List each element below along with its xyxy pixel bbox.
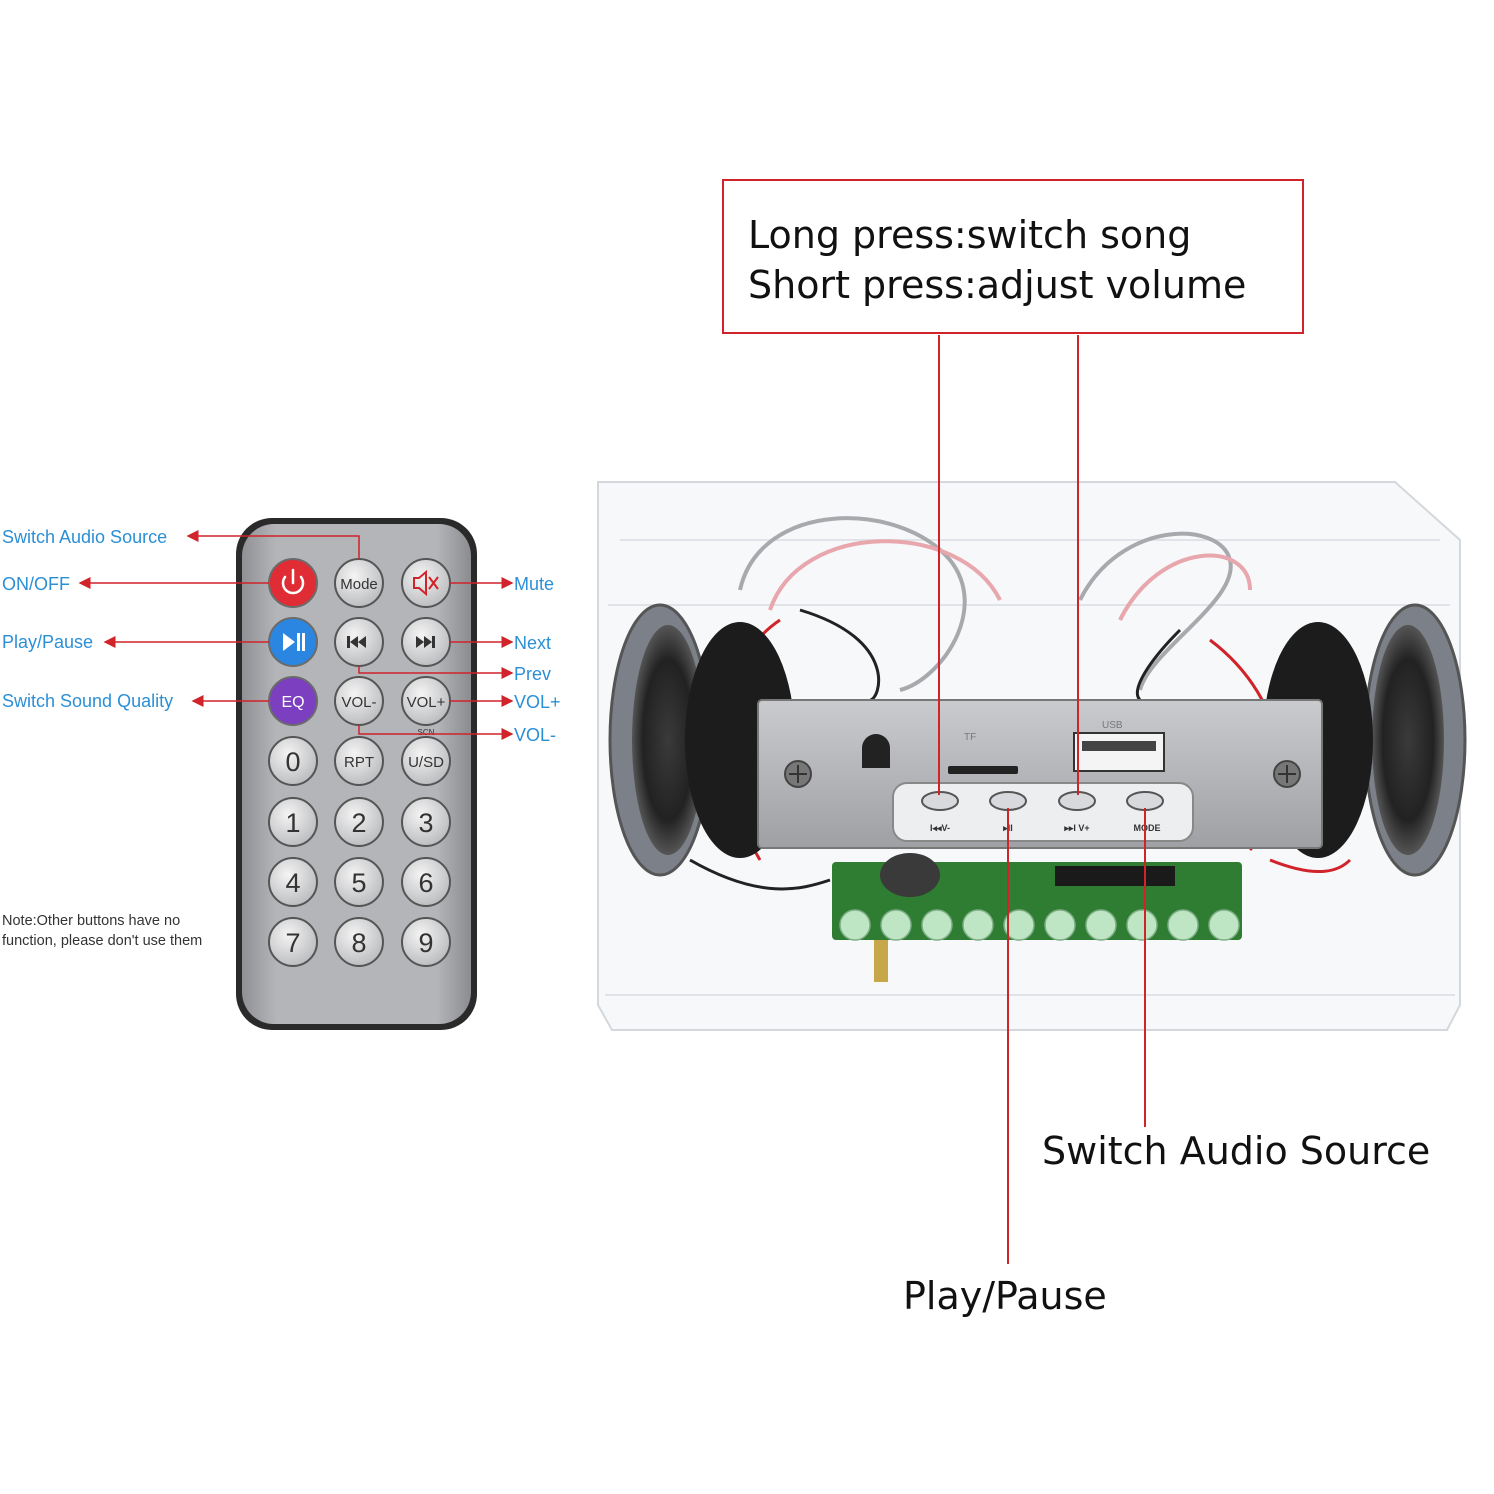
tf-card-slot (948, 766, 1018, 774)
device-leader-lines (938, 335, 1146, 1264)
digit-7-label: 7 (285, 928, 300, 958)
right-speaker-cone (1372, 625, 1444, 855)
label-on-off: ON/OFF (2, 574, 70, 594)
usd-button (401, 736, 451, 786)
label-vol-plus: VOL+ (514, 692, 561, 712)
audio-jack (862, 734, 890, 768)
digit-6-label: 6 (418, 868, 433, 898)
microphone (880, 853, 940, 897)
digit-3-button (401, 797, 451, 847)
usb-marking: USB (1102, 720, 1123, 731)
usd-button-label: U/SD (408, 754, 444, 771)
power-icon (281, 568, 305, 595)
digit-1-button (268, 797, 318, 847)
digit-4-button (268, 857, 318, 907)
eq-button-label: EQ (281, 694, 304, 711)
digit-8-button (334, 917, 384, 967)
panel-label-next-vol: ▸▸I V+ (1063, 823, 1089, 833)
digit-5-button (334, 857, 384, 907)
vol-plus-button-label: VOL+ (407, 694, 446, 711)
remote-control: Mode EQ VOL- VOL+ (236, 518, 477, 1030)
panel-button-play (989, 791, 1027, 811)
usb-port (1073, 732, 1165, 772)
digit-2-label: 2 (351, 808, 366, 838)
label-play-pause: Play/Pause (2, 632, 94, 652)
vol-minus-button-label: VOL- (341, 694, 376, 711)
label-device-switch-audio-source: Switch Audio Source (1042, 1129, 1431, 1173)
label-switch-sound-quality: Switch Sound Quality (2, 691, 174, 711)
digit-5-label: 5 (351, 868, 366, 898)
remote-note: Note:Other buttons have no function, ple… (2, 913, 203, 949)
callout-line-1: Long press:switch song (748, 213, 1192, 257)
rpt-button-label: RPT (344, 754, 374, 771)
label-device-play-pause: Play/Pause (903, 1274, 1107, 1318)
label-mute: Mute (514, 574, 555, 594)
scn-label: SCN (418, 728, 435, 737)
digit-9-label: 9 (418, 928, 433, 958)
rpt-button (334, 736, 384, 786)
callout-box (722, 179, 1304, 334)
chip (1055, 866, 1175, 886)
digit-2-button (334, 797, 384, 847)
digit-6-button (401, 857, 451, 907)
digit-8-label: 8 (351, 928, 366, 958)
label-switch-audio-source: Switch Audio Source (2, 527, 168, 547)
digit-0-button (268, 736, 318, 786)
digit-9-button (401, 917, 451, 967)
left-speaker-cone (632, 625, 704, 855)
callout-line-2: Short press:adjust volume (748, 263, 1247, 307)
label-next: Next (514, 633, 552, 653)
digit-4-label: 4 (285, 868, 300, 898)
panel-button-strip (892, 782, 1194, 842)
next-icon (416, 636, 435, 648)
digit-3-label: 3 (418, 808, 433, 838)
remote-leader-lines (78, 530, 514, 740)
panel-button-mode (1126, 791, 1164, 811)
play-pause-icon (283, 633, 305, 651)
panel-label-prev-vol: I◂◂V- (930, 823, 950, 833)
label-prev: Prev (514, 664, 552, 684)
digit-0-label: 0 (285, 747, 300, 777)
panel-label-mode: MODE (1134, 823, 1161, 833)
digit-7-button (268, 917, 318, 967)
label-vol-minus: VOL- (514, 725, 557, 745)
digit-1-label: 1 (285, 808, 300, 838)
led-row (839, 909, 1240, 941)
prev-icon (347, 636, 366, 648)
mute-icon (413, 569, 439, 597)
mode-button-label: Mode (340, 576, 378, 593)
speaker-device: TF USB I◂◂V- ▸II ▸▸I V+ MODE (597, 481, 1467, 1031)
brass-standoff (874, 940, 888, 982)
tf-marking: TF (964, 732, 976, 743)
